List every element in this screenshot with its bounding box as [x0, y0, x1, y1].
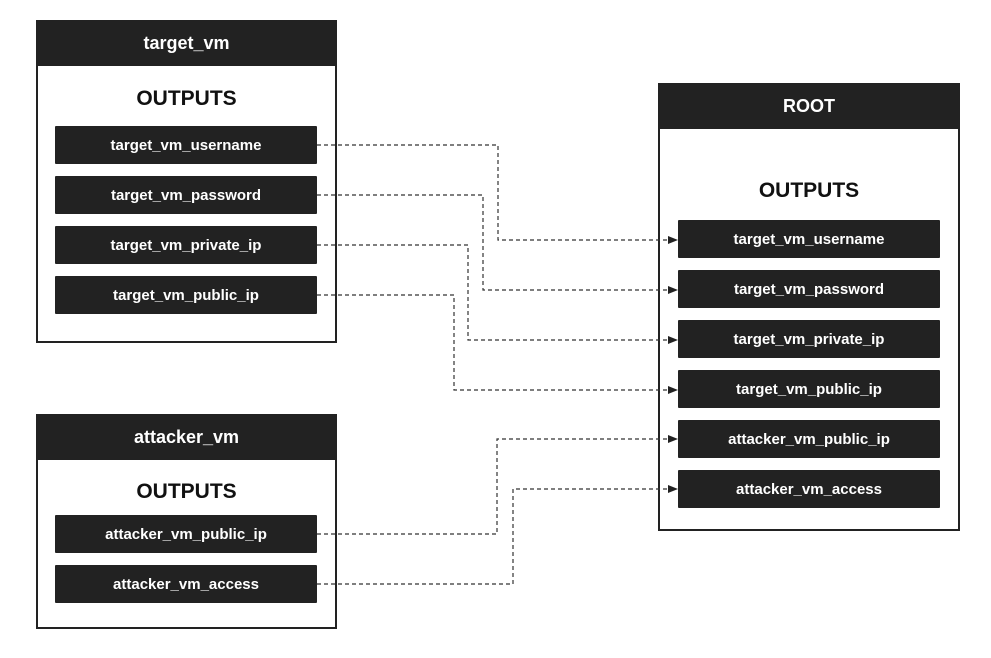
root-output-target-vm-private-ip[interactable]: target_vm_private_ip — [678, 320, 940, 358]
output-target-vm-username[interactable]: target_vm_username — [55, 126, 317, 164]
module-attacker-vm: attacker_vm OUTPUTS attacker_vm_public_i… — [36, 414, 337, 629]
root-output-target-vm-public-ip[interactable]: target_vm_public_ip — [678, 370, 940, 408]
module-title-attacker-vm: attacker_vm — [36, 414, 337, 460]
outputs-heading: OUTPUTS — [136, 87, 237, 110]
module-target-vm: target_vm OUTPUTS target_vm_username tar… — [36, 20, 337, 343]
module-root: ROOT OUTPUTS target_vm_username target_v… — [658, 83, 960, 531]
connector-target-vm-password — [317, 194, 678, 294]
connector-target-vm-username — [317, 144, 678, 244]
output-target-vm-password[interactable]: target_vm_password — [55, 176, 317, 214]
output-attacker-vm-public-ip[interactable]: attacker_vm_public_ip — [55, 515, 317, 553]
root-output-target-vm-username[interactable]: target_vm_username — [678, 220, 940, 258]
output-target-vm-public-ip[interactable]: target_vm_public_ip — [55, 276, 317, 314]
connector-attacker-vm-public-ip — [317, 435, 678, 535]
connector-attacker-vm-access — [317, 485, 678, 585]
connector-target-vm-public-ip — [317, 294, 678, 394]
root-output-attacker-vm-public-ip[interactable]: attacker_vm_public_ip — [678, 420, 940, 458]
outputs-heading: OUTPUTS — [758, 179, 860, 202]
outputs-heading: OUTPUTS — [136, 480, 237, 503]
module-title-root: ROOT — [658, 83, 960, 129]
root-output-target-vm-password[interactable]: target_vm_password — [678, 270, 940, 308]
root-output-attacker-vm-access[interactable]: attacker_vm_access — [678, 470, 940, 508]
output-attacker-vm-access[interactable]: attacker_vm_access — [55, 565, 317, 603]
output-target-vm-private-ip[interactable]: target_vm_private_ip — [55, 226, 317, 264]
module-title-target-vm: target_vm — [36, 20, 337, 66]
connector-target-vm-private-ip — [317, 244, 678, 344]
